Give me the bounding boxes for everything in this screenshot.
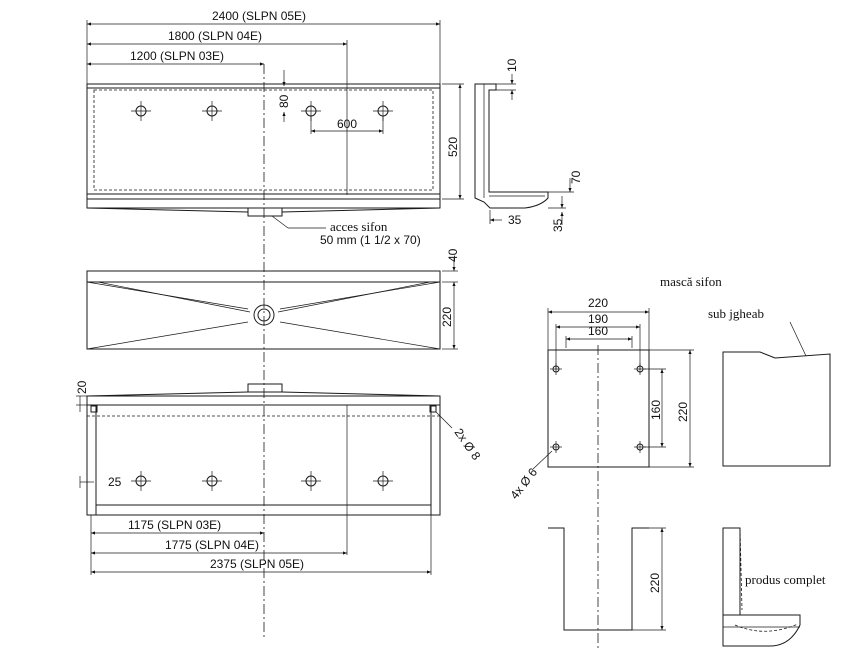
dim-label-35-horizontal: 35 bbox=[508, 213, 522, 227]
dim-label-520: 520 bbox=[446, 137, 460, 157]
dim-label-1800: 1800 (SLPN 04E) bbox=[168, 29, 262, 43]
dim-label-80: 80 bbox=[277, 94, 291, 108]
dim-label-1200: 1200 (SLPN 03E) bbox=[130, 49, 224, 63]
dim-label-600: 600 bbox=[337, 117, 357, 131]
detail-views: sub jgheab produs complet bbox=[708, 306, 831, 647]
dim-label-35-vertical: 35 bbox=[551, 218, 565, 232]
mask-sifon: mască sifon 220 190 160 160 220 4x Ø 6 bbox=[507, 274, 722, 650]
dim-label-2400: 2400 (SLPN 05E) bbox=[212, 9, 306, 23]
dim-label-1175: 1175 (SLPN 03E) bbox=[128, 518, 221, 532]
front-view: 40 220 bbox=[86, 248, 460, 350]
dim-label-20: 20 bbox=[75, 380, 89, 394]
mask-dim-160-vertical: 160 bbox=[649, 400, 663, 420]
note-2x-diam-8: 2x Ø 8 bbox=[452, 426, 484, 463]
mask-plate bbox=[547, 349, 650, 468]
note-size: 50 mm (1 1/2 x 70) bbox=[320, 233, 421, 247]
mask-profile bbox=[548, 527, 649, 631]
dim-label-2375: 2375 (SLPN 05E) bbox=[210, 557, 304, 571]
dim-label-1775: 1775 (SLPN 04E) bbox=[165, 538, 259, 552]
top-view-body bbox=[86, 83, 441, 209]
mask-dim-220-lower: 220 bbox=[648, 573, 662, 593]
dim-label-40: 40 bbox=[446, 248, 460, 262]
dim-label-25: 25 bbox=[108, 475, 122, 489]
mask-note-4x-diam-6: 4x Ø 6 bbox=[507, 465, 540, 502]
mask-dim-220: 220 bbox=[588, 296, 608, 310]
mask-title: mască sifon bbox=[660, 274, 722, 289]
mounting-holes-bottom bbox=[131, 471, 393, 491]
drain-outlet bbox=[253, 304, 275, 326]
top-view: 2400 (SLPN 05E) 1800 (SLPN 04E) 1200 (SL… bbox=[86, 9, 464, 640]
gutter-part bbox=[722, 351, 831, 467]
dim-label-10: 10 bbox=[505, 58, 519, 72]
complete-product-base bbox=[722, 614, 801, 647]
mask-dim-190: 190 bbox=[588, 312, 608, 326]
note-sub-jgheab: sub jgheab bbox=[708, 306, 764, 321]
dim-label-70: 70 bbox=[569, 170, 583, 184]
mask-dim-220-vertical: 220 bbox=[676, 402, 690, 422]
note-produs-complet: produs complet bbox=[745, 572, 826, 587]
note-acces-sifon: acces sifon bbox=[330, 219, 388, 234]
mask-dim-160: 160 bbox=[588, 324, 608, 338]
dim-label-220-front: 220 bbox=[440, 307, 454, 327]
side-profile: 10 70 35 35 bbox=[474, 58, 583, 232]
bottom-view: 20 25 2x Ø 8 1175 (SLPN 03E) 1775 (SLPN … bbox=[75, 380, 483, 575]
